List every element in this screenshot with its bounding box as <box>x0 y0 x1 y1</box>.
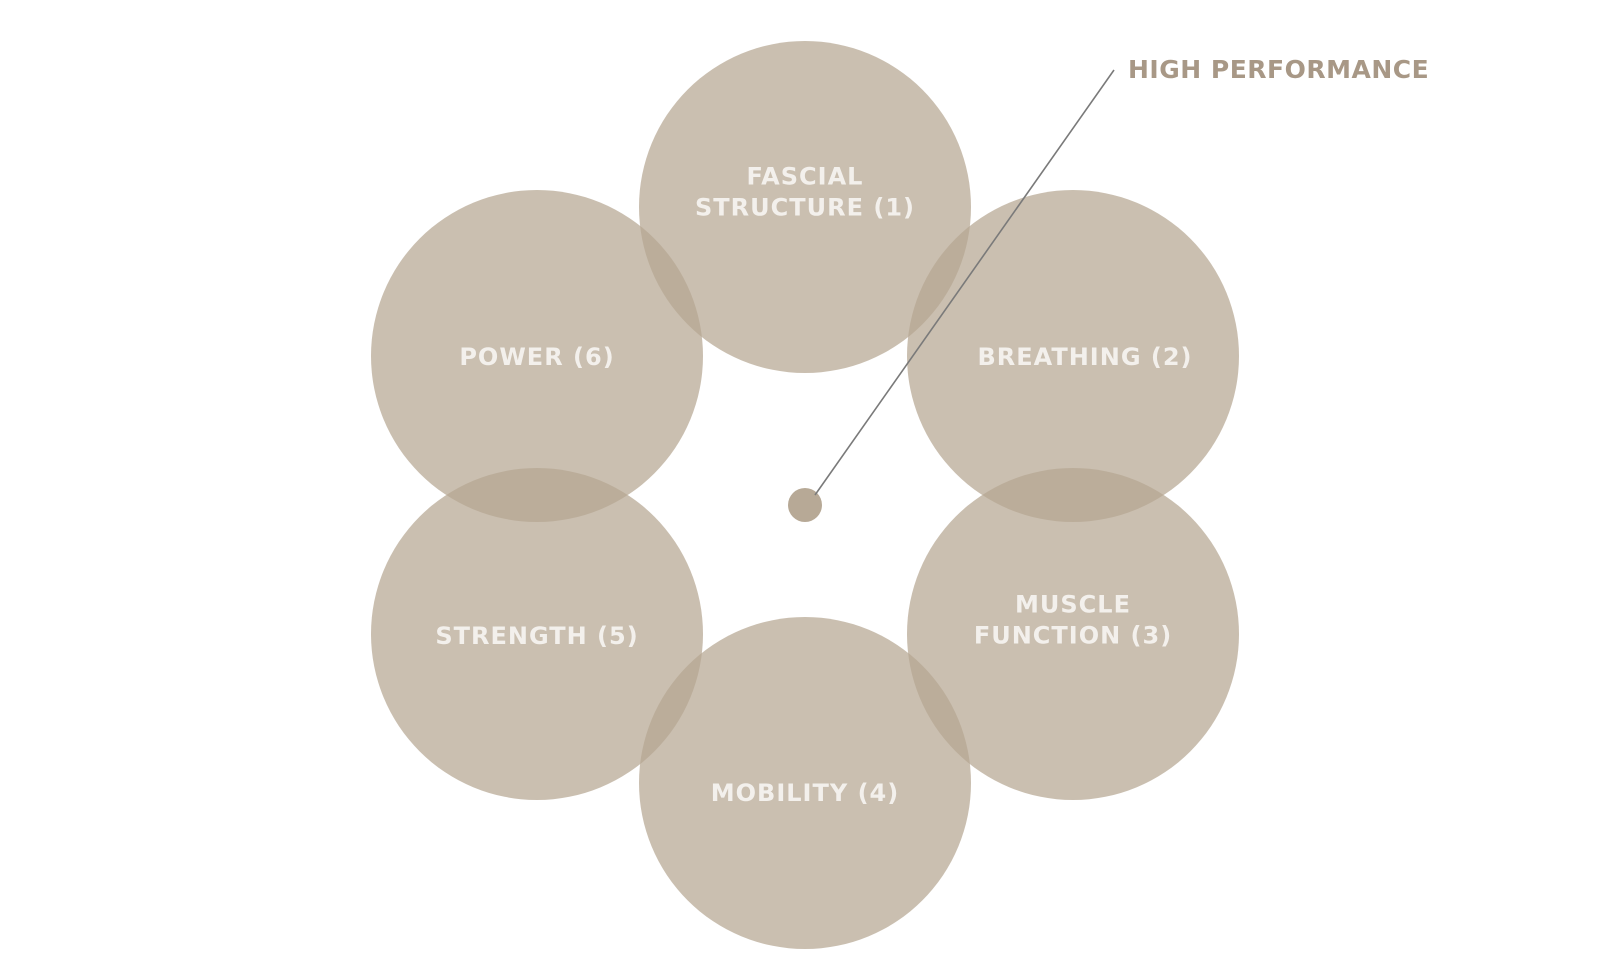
center-dot <box>788 488 822 522</box>
circle-label-line: STRENGTH (5) <box>435 622 638 650</box>
circle-1 <box>639 41 971 373</box>
circle-label-line: POWER (6) <box>459 343 614 371</box>
circle-label-line: STRUCTURE (1) <box>695 194 915 222</box>
circle-label-5: STRENGTH (5) <box>435 622 638 650</box>
circle-2 <box>907 190 1239 522</box>
circle-label-line: BREATHING (2) <box>977 343 1192 371</box>
circle-label-1: FASCIAL STRUCTURE (1) <box>695 163 915 222</box>
circles-group <box>371 41 1239 949</box>
circle-label-3: MUSCLE FUNCTION (3) <box>974 591 1172 650</box>
circle-label-6: POWER (6) <box>459 343 614 371</box>
callout-label: HIGH PERFORMANCE <box>1128 55 1429 84</box>
circle-label-line: MOBILITY (4) <box>711 779 899 807</box>
circle-3 <box>907 468 1239 800</box>
callout-line <box>814 69 1115 496</box>
circle-4 <box>639 617 971 949</box>
circle-label-2: BREATHING (2) <box>977 343 1192 371</box>
circle-label-line: FASCIAL <box>747 163 864 191</box>
labels-group: FASCIAL STRUCTURE (1) BREATHING (2) MUSCLE F… <box>435 163 1192 808</box>
circle-6 <box>371 190 703 522</box>
circle-label-line: MUSCLE <box>1015 591 1131 619</box>
circle-label-line: FUNCTION (3) <box>974 622 1172 650</box>
circle-label-4: MOBILITY (4) <box>711 779 899 807</box>
circle-5 <box>371 468 703 800</box>
